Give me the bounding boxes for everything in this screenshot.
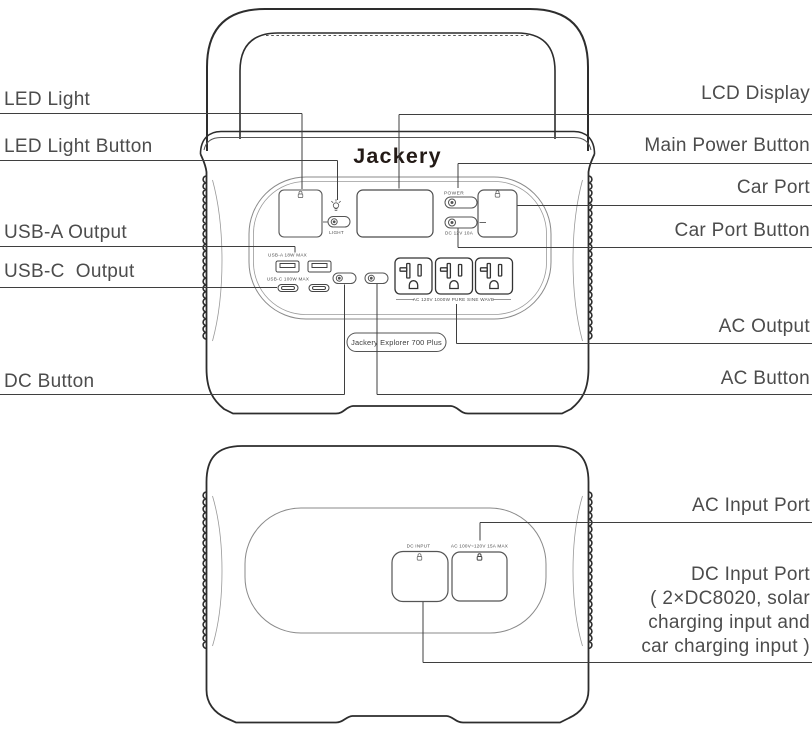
lcd-display (356, 189, 434, 238)
dc-input-lock-icon (416, 553, 423, 561)
leader-ac-input-port (479, 522, 812, 541)
handle-opening (239, 32, 556, 139)
ac-outlet-3 (474, 257, 514, 295)
car-port-rating-label: DC 12V 10A (445, 231, 474, 236)
label-dc-button: DC Button (4, 371, 95, 392)
leader-ac-button (376, 284, 812, 395)
leader-usb-a-output (0, 246, 296, 253)
side-contour-right (572, 179, 583, 342)
side-grip-texture-left (202, 175, 207, 340)
rear-view-illustration: DC INPUT AC 100V~120V 15A MAX (202, 445, 593, 724)
label-ac-input-port: AC Input Port (692, 495, 810, 516)
leader-dc-button (0, 284, 345, 395)
side-contour-left (212, 179, 223, 342)
usb-c-port-1 (277, 284, 299, 292)
led-light-button (327, 216, 351, 228)
leader-ac-output (456, 304, 812, 344)
rear-contour-right (572, 495, 583, 647)
main-power-button (444, 196, 478, 209)
rear-recessed-panel (244, 507, 547, 634)
ac-outlet-2 (434, 257, 474, 295)
leader-lines (0, 113, 812, 663)
leader-lcd-display (398, 114, 812, 189)
led-light-panel (278, 189, 323, 238)
label-usb-c-output: USB-C Output (4, 261, 135, 282)
label-led-light-button: LED Light Button (4, 136, 153, 157)
light-label: LIGHT (329, 230, 344, 235)
label-car-port: Car Port (736, 177, 810, 198)
usb-c-port-2 (308, 284, 330, 292)
model-badge (346, 332, 447, 352)
model-badge-label: Jackery Explorer 700 Plus (351, 338, 442, 347)
label-led-light: LED Light (4, 89, 91, 110)
ac-input-lock-icon (476, 553, 483, 561)
ac-input-port (451, 551, 508, 602)
front-body-outline (199, 153, 596, 415)
usb-a-port-2 (307, 260, 332, 273)
usb-c-rating-label: USB-C 100W MAX (267, 277, 309, 282)
ac-output-button (364, 272, 389, 284)
leader-led-light (0, 113, 303, 189)
ac-outlet-1 (394, 257, 433, 295)
rear-body-outline (205, 445, 590, 724)
label-ac-button: AC Button (720, 368, 810, 389)
rear-grip-texture-right (588, 491, 593, 650)
rear-grip-texture-left (202, 491, 207, 650)
dc-input-port (391, 550, 449, 603)
power-label: POWER (444, 191, 464, 197)
front-view-illustration: Jackery LIGHT POWER (199, 8, 596, 415)
usb-a-rating-label: USB-A 18W MAX (268, 253, 307, 258)
label-main-power-button: Main Power Button (644, 135, 810, 156)
ac-rating-label: AC 120V 1000W PURE SINE WAVE (413, 297, 495, 302)
rear-contour-left (212, 495, 223, 647)
dc-output-button (332, 272, 357, 284)
light-bulb-icon (331, 199, 341, 211)
top-lid-inner-line (203, 137, 592, 151)
side-grip-texture-right (588, 175, 593, 340)
dc-input-label: DC INPUT (407, 544, 431, 549)
car-port-lock-icon (494, 190, 501, 198)
leader-main-power-button (457, 163, 812, 188)
label-car-port-button: Car Port Button (674, 220, 810, 241)
label-usb-a-output: USB-A Output (4, 222, 127, 243)
label-dc-input-port: DC Input Port ( 2×DC8020, solar charging… (641, 564, 810, 657)
leader-car-port-button (457, 228, 812, 248)
leader-dc-input-port (422, 602, 812, 663)
top-lid-outline (199, 130, 596, 155)
label-lcd-display: LCD Display (701, 83, 810, 104)
label-ac-output: AC Output (718, 316, 810, 337)
car-port (477, 189, 518, 238)
jackery-logo: Jackery (353, 144, 442, 168)
usb-a-port-1 (275, 260, 300, 273)
carry-handle (206, 8, 589, 151)
leader-led-light-button (0, 160, 338, 200)
car-port-button (444, 216, 478, 229)
led-light-lock-icon (297, 190, 304, 199)
ac-input-rating-label: AC 100V~120V 15A MAX (451, 544, 508, 549)
